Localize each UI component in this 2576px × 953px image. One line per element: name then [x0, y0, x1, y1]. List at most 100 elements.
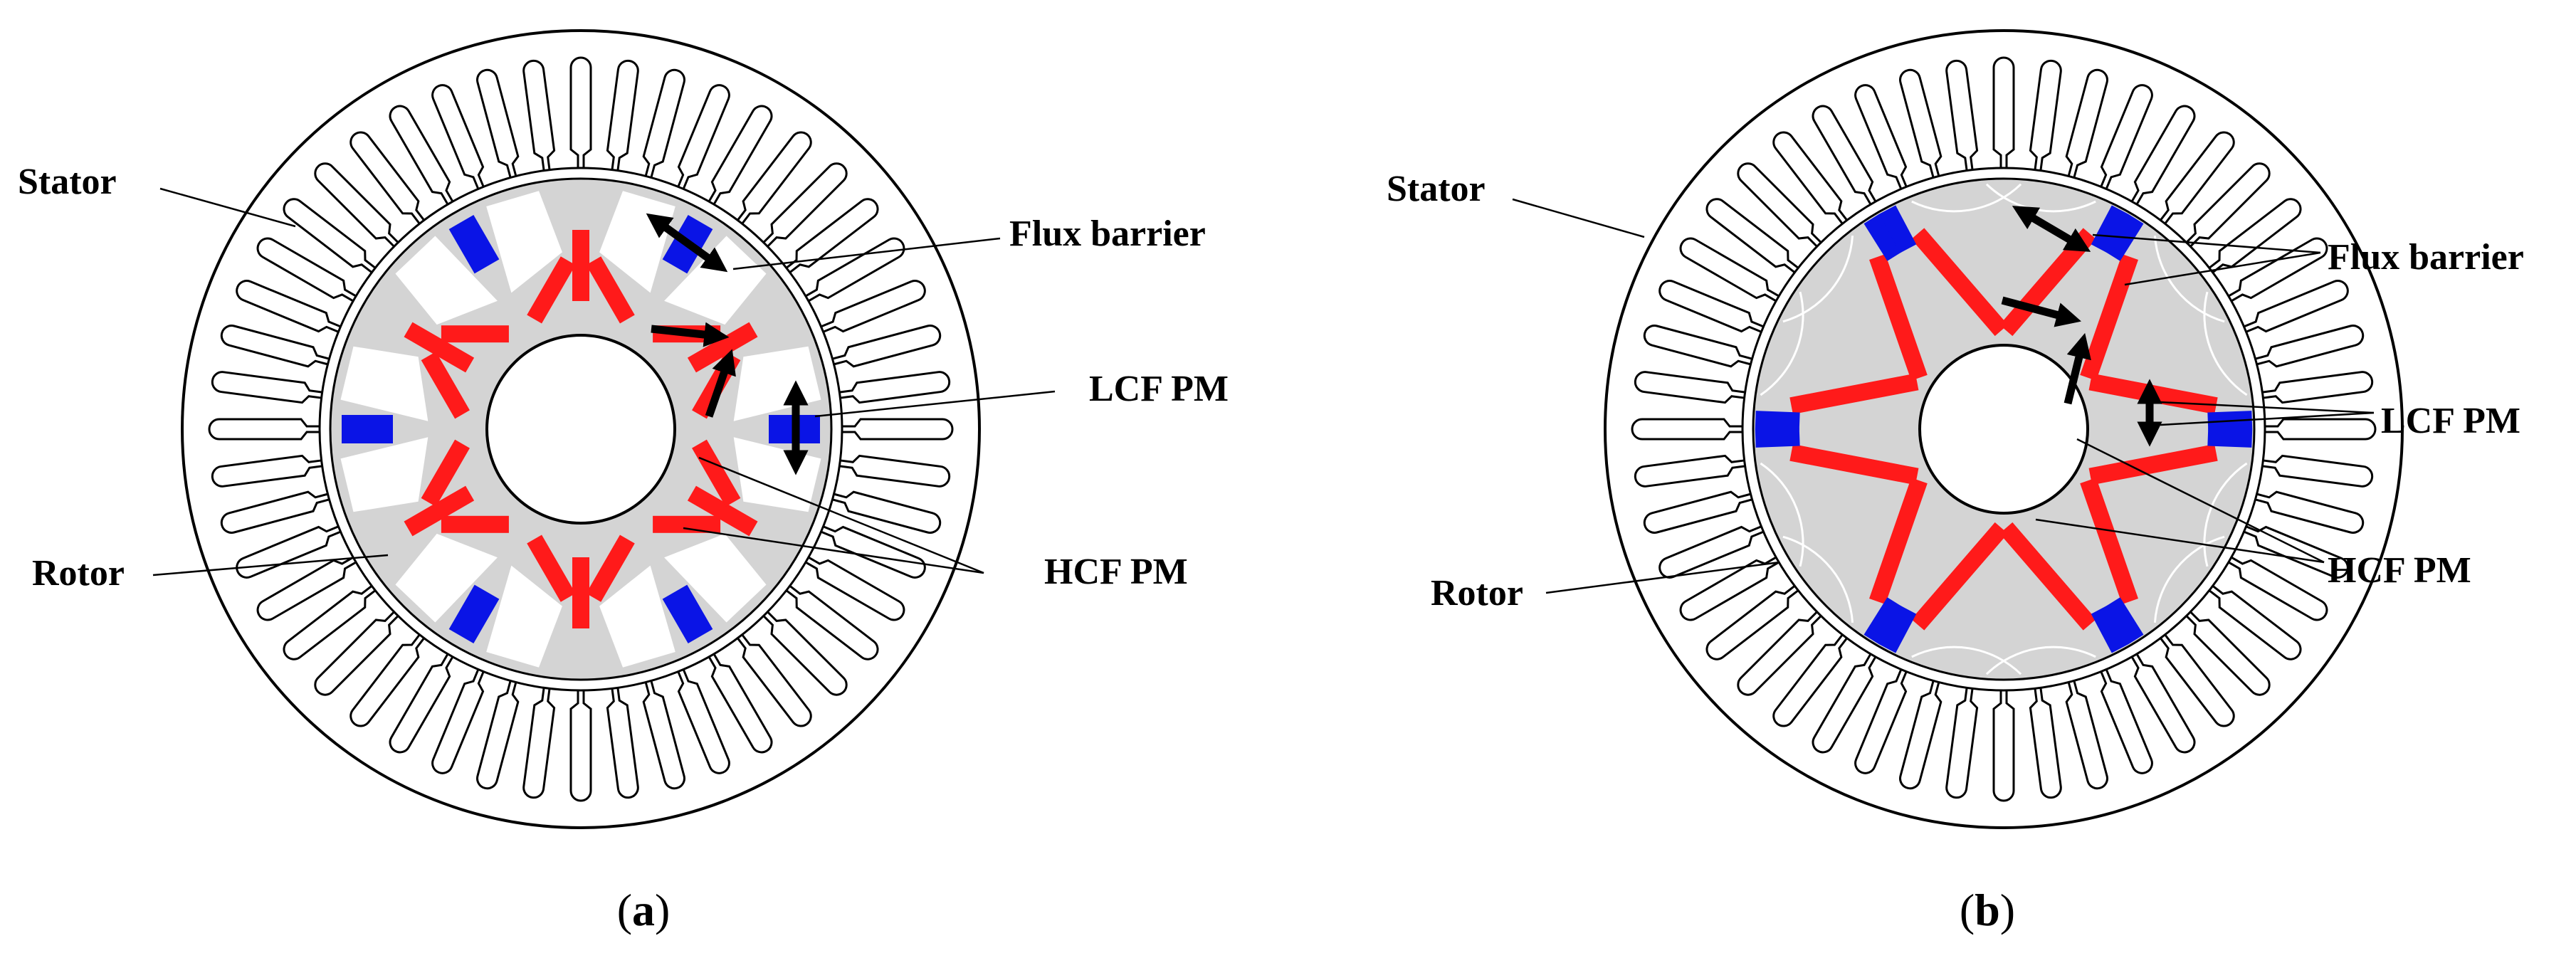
- hcf-pm: [404, 485, 475, 537]
- hcf-pm: [1911, 522, 2008, 631]
- stator-slot: [476, 680, 520, 790]
- stator-slot: [476, 68, 520, 178]
- stator-slot: [314, 162, 399, 248]
- stator-slot: [1737, 162, 1822, 248]
- stator-slot: [569, 690, 592, 802]
- arrow-b-1: [2012, 206, 2091, 252]
- stator-slot: [522, 688, 556, 799]
- hcf-pm: [1869, 254, 1928, 381]
- stator-slot: [1705, 585, 1799, 660]
- hcf-pm: [527, 256, 576, 324]
- stator-slot: [805, 556, 905, 621]
- stator-slot: [762, 162, 848, 248]
- stator-slot: [737, 633, 812, 727]
- hcf-pm: [1789, 444, 1919, 485]
- lcf-pm: [2207, 427, 2253, 448]
- stator-slot: [762, 611, 848, 696]
- caption-b: (b): [1960, 885, 2015, 935]
- stator-slot: [2228, 556, 2328, 621]
- diagram-a: Stator Flux barrier LCF PM HCF PM Rotor …: [18, 29, 1229, 935]
- stator-slot: [839, 454, 951, 488]
- hcf-pm: [572, 557, 589, 628]
- stator-slot: [211, 371, 322, 404]
- lcf-pm: [2091, 205, 2128, 253]
- flux-barrier: [1911, 183, 2022, 213]
- hcf-pm: [527, 535, 576, 602]
- leader-lines-a: [152, 187, 1056, 576]
- stator-slot: [389, 105, 454, 205]
- stator-slot: [1854, 84, 1908, 190]
- hcf-pm: [2088, 444, 2218, 485]
- stator-slot: [1634, 454, 1745, 488]
- hcf-pm: [421, 352, 470, 419]
- label-hcf-pm-b: HCF PM: [2328, 550, 2471, 591]
- magnetization-arrows-a: [646, 213, 809, 475]
- stator-slot: [805, 237, 905, 302]
- magnetization-arrows-b: [2001, 206, 2162, 447]
- hcf-pm: [572, 230, 589, 301]
- flux-barrier: [1782, 235, 1854, 323]
- flux-barrier: [1782, 535, 1854, 623]
- stator-slot: [1679, 556, 1779, 621]
- stator-slot: [2243, 525, 2349, 579]
- lcf-pm: [662, 584, 713, 643]
- stator-slot: [606, 688, 639, 799]
- hcf-pm: [687, 485, 758, 537]
- stator-slot: [737, 131, 812, 225]
- stator-slot: [283, 585, 377, 660]
- stator-slot: [569, 56, 592, 168]
- stator-slot: [1772, 131, 1848, 225]
- shaft-a: [485, 334, 676, 525]
- stator-slot: [832, 490, 942, 534]
- stator-slot: [2130, 653, 2196, 754]
- arrow-b-2: [2001, 296, 2082, 327]
- hcf-pm: [687, 322, 758, 373]
- hcf-pm: [586, 256, 635, 324]
- flux-barrier: [2203, 462, 2248, 567]
- lcf-pm: [1755, 427, 1800, 448]
- stator-slot: [1634, 371, 1745, 404]
- stator-slot: [1643, 490, 1752, 534]
- stator-slot: [1854, 668, 1908, 774]
- label-rotor-b: Rotor: [1431, 573, 1523, 614]
- stator-slot: [1812, 653, 1877, 754]
- stator-slot: [236, 280, 342, 333]
- stator-slot: [677, 668, 730, 774]
- flux-barrier: [1760, 462, 1804, 567]
- stator-slot: [1643, 325, 1752, 368]
- stator-slots-a: [208, 56, 954, 802]
- shaft-b: [1918, 344, 2089, 515]
- stator-slot: [839, 371, 951, 404]
- stator-slot: [677, 84, 730, 190]
- stator-slot: [1899, 680, 1942, 790]
- arrow-a-3: [705, 349, 736, 418]
- stator-slot: [1945, 59, 1979, 171]
- stator-slot: [2029, 688, 2062, 799]
- stator-slot: [2029, 59, 2062, 171]
- stator-slot: [708, 653, 773, 754]
- label-rotor-a: Rotor: [32, 553, 125, 594]
- stator-slot: [708, 105, 773, 205]
- stator-slot: [431, 668, 485, 774]
- stator-slot: [2228, 237, 2328, 302]
- hcf-pm: [653, 515, 721, 533]
- stator-slot: [349, 131, 425, 225]
- stator-slot: [522, 59, 556, 171]
- lcf-pm: [342, 415, 393, 443]
- flux-barrier: [2153, 535, 2225, 623]
- stator-slot: [2100, 668, 2153, 774]
- lcf-pm: [2104, 597, 2144, 645]
- stator-slot: [2208, 585, 2302, 660]
- flux-barrier: [2203, 291, 2248, 396]
- stator-slot: [2243, 280, 2349, 333]
- label-lcf-pm-b: LCF PM: [2381, 401, 2520, 441]
- stator-slot: [832, 325, 942, 368]
- stator-slot: [1772, 633, 1848, 727]
- stator-slot: [1679, 237, 1779, 302]
- stator-slot: [1812, 105, 1877, 205]
- hcf-pm: [421, 439, 470, 507]
- stator-slot: [1992, 690, 2015, 802]
- stator-slot: [208, 418, 320, 441]
- caption-a: (a): [617, 885, 671, 935]
- hcf-pm: [692, 439, 741, 507]
